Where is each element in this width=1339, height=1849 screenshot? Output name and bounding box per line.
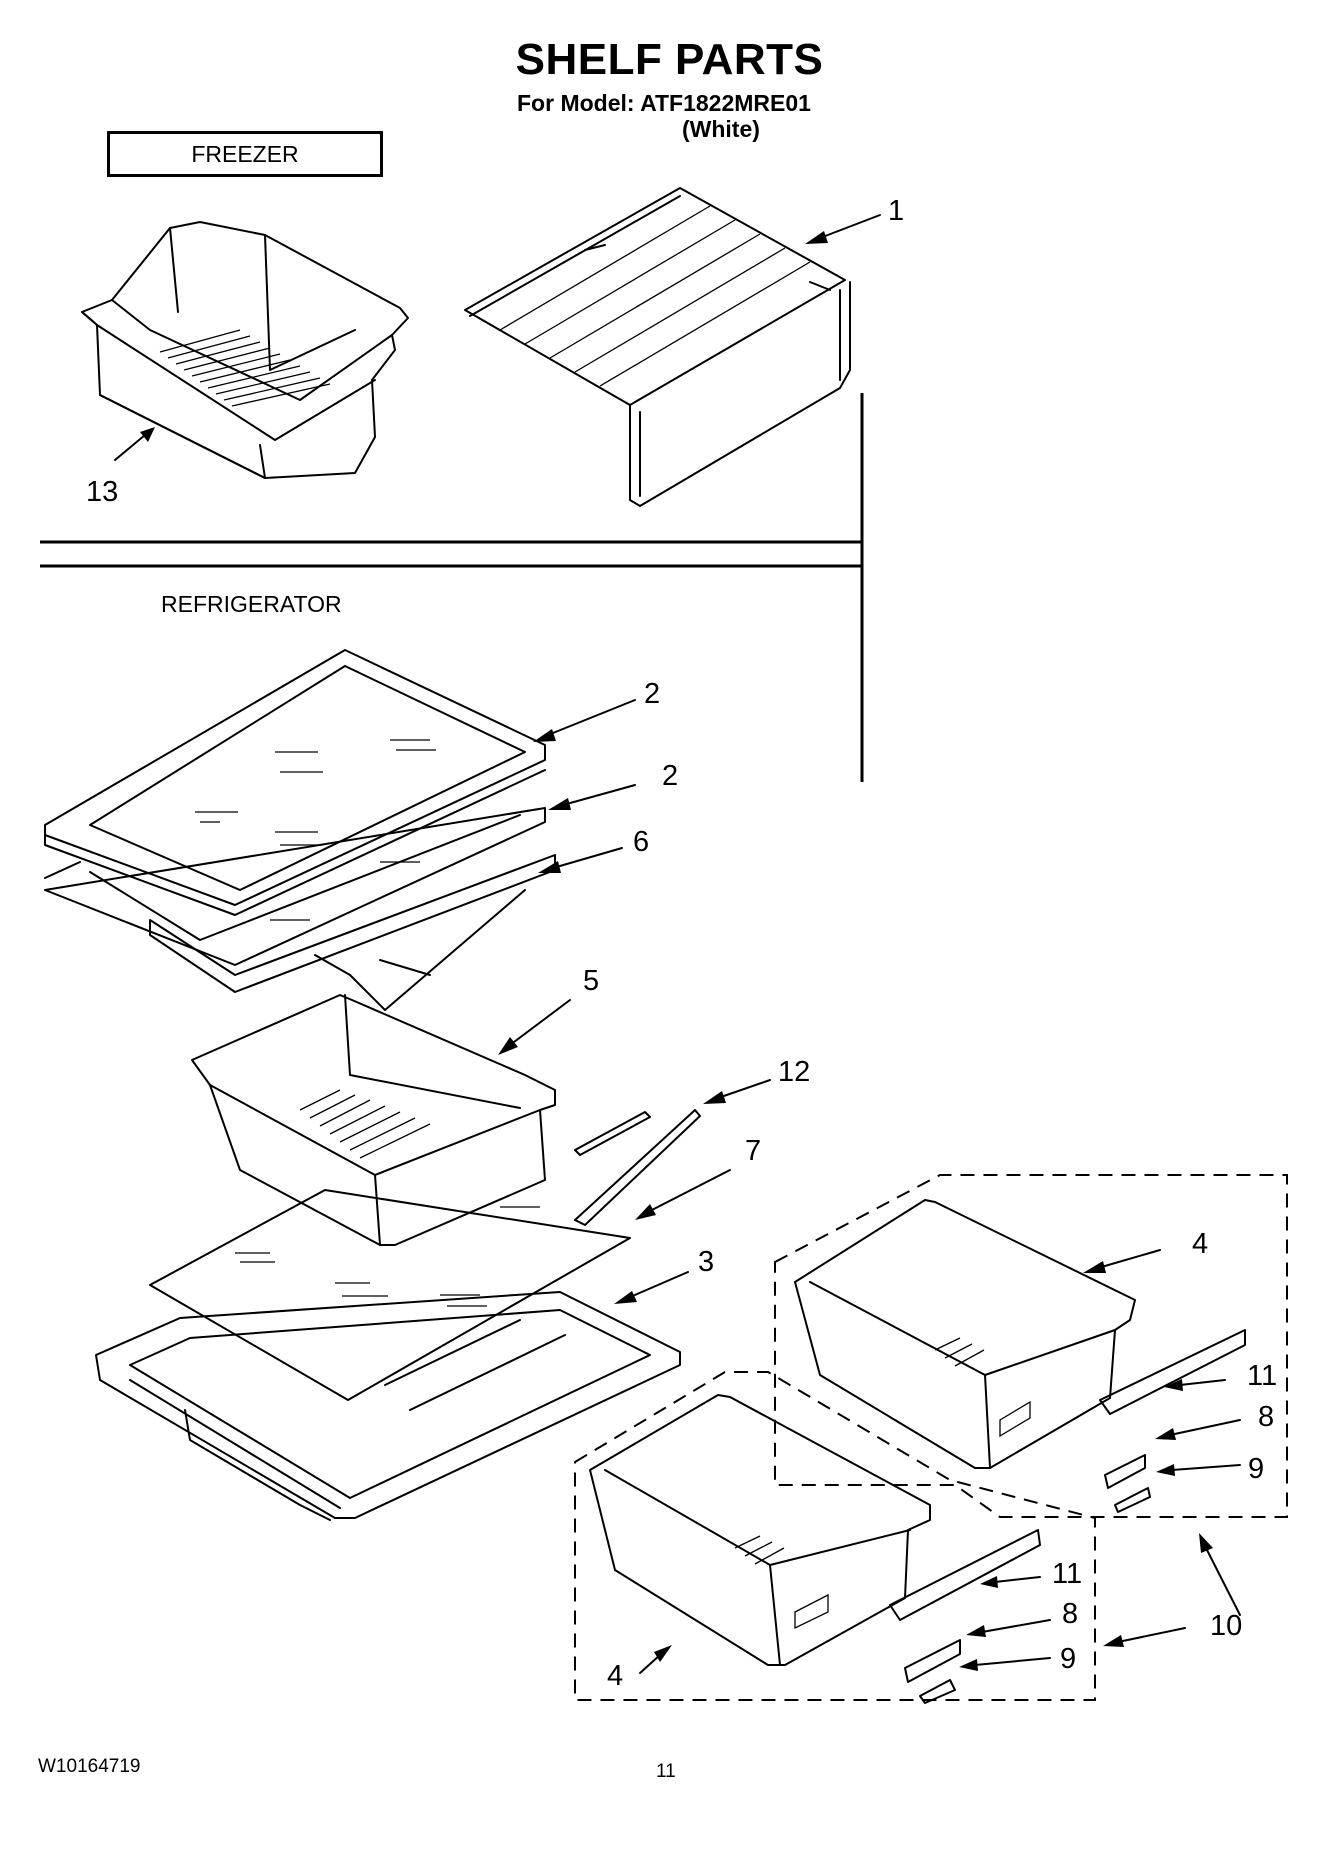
- freezer-section-label: FREEZER: [107, 131, 383, 177]
- crisper-assembly-group-upper: [774, 1174, 1288, 1518]
- model-line: For Model: ATF1822MRE01: [517, 90, 811, 116]
- callout-10: 10: [1210, 1610, 1243, 1642]
- part-4-crisper-drawer-lower: [589, 1394, 1041, 1704]
- callout-3: 3: [698, 1246, 715, 1278]
- color-line: (White): [682, 116, 760, 142]
- callout-1: 1: [888, 195, 905, 227]
- part-5-crisper-drawer: [191, 994, 556, 1246]
- callout-6: 6: [633, 826, 650, 858]
- part-12-cover-strip: [574, 1109, 701, 1226]
- callout-13: 13: [86, 476, 119, 508]
- callout-5: 5: [583, 965, 600, 997]
- callout-4-upper: 4: [1192, 1228, 1209, 1260]
- crisper-assembly-group-lower: [574, 1371, 1096, 1701]
- callout-8-lower: 8: [1062, 1598, 1079, 1630]
- callout-2-upper: 2: [644, 678, 661, 710]
- callout-11-upper: 11: [1247, 1360, 1278, 1392]
- page-number: 11: [656, 1761, 676, 1782]
- refrigerator-section-label: REFRIGERATOR: [161, 591, 342, 617]
- part-2-glass-shelf-upper: [44, 649, 546, 916]
- part-7-glass-panel: [149, 1189, 631, 1401]
- callout-9-lower: 9: [1060, 1643, 1077, 1675]
- part-4-crisper-drawer-upper: [794, 1199, 1246, 1513]
- leader-lines: [114, 214, 1241, 1674]
- callout-12: 12: [778, 1056, 811, 1088]
- document-number: W10164719: [38, 1756, 141, 1777]
- section-dividers: [40, 393, 864, 782]
- page-title: SHELF PARTS: [515, 35, 824, 84]
- part-1-wire-shelf: [464, 187, 851, 507]
- part-13-freezer-bin: [81, 221, 409, 479]
- callout-7: 7: [745, 1135, 762, 1167]
- callout-4-lower: 4: [607, 1660, 624, 1692]
- part-2-glass-shelf-lower: [44, 807, 546, 966]
- callout-11-lower: 11: [1052, 1558, 1083, 1590]
- part-3-crisper-cover-frame: [95, 1291, 681, 1521]
- callout-9-upper: 9: [1248, 1453, 1265, 1485]
- callout-2-lower: 2: [662, 760, 679, 792]
- callout-8-upper: 8: [1258, 1401, 1275, 1433]
